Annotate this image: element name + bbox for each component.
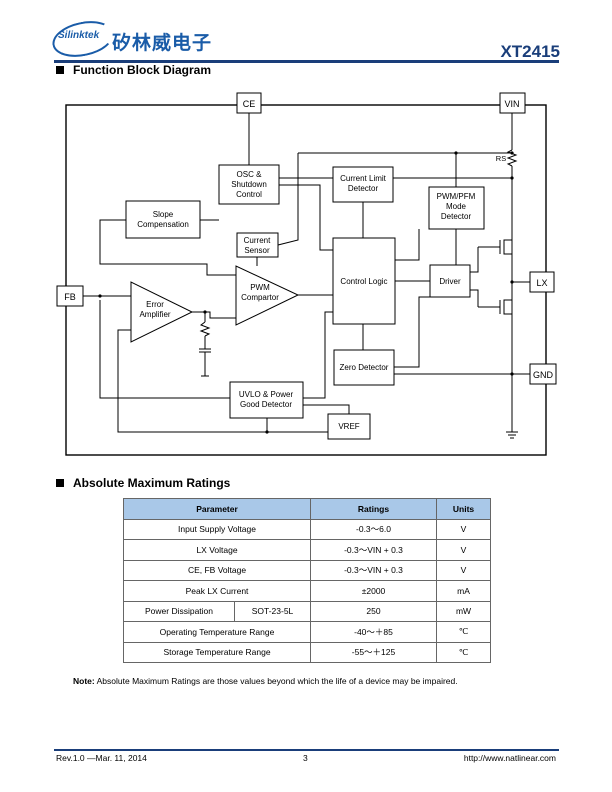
- current-limit-label-2: Detector: [348, 184, 379, 193]
- footer-revision: Rev.1.0 —Mar. 11, 2014: [56, 753, 147, 763]
- header-rule: [54, 60, 559, 63]
- table-row: Storage Temperature Range -55～＋125 ℃: [123, 641, 491, 663]
- slope-label-2: Compensation: [137, 220, 189, 229]
- parameter-cell: Power Dissipation: [123, 600, 235, 622]
- zero-detector-label: Zero Detector: [340, 363, 389, 372]
- pwm-pfm-label-2: Mode: [446, 202, 467, 211]
- uvlo-label-1: UVLO & Power: [239, 390, 294, 399]
- junction-dots: [98, 151, 514, 434]
- unit-cell: V: [436, 518, 491, 540]
- bullet-icon: [56, 479, 64, 487]
- current-sensor-label-2: Sensor: [244, 246, 270, 255]
- current-sensor-block: [236, 232, 279, 258]
- table-row: Operating Temperature Range -40～＋85 ℃: [123, 621, 491, 643]
- nmos-switch: [503, 299, 513, 315]
- pin-vin-label: VIN: [504, 99, 519, 109]
- rating-cell: ±2000: [310, 580, 437, 602]
- note: Note: Absolute Maximum Ratings are those…: [73, 676, 458, 686]
- package-cell: SOT-23-5L: [234, 600, 311, 622]
- rating-cell: -55～＋125: [310, 641, 437, 663]
- slope-block: [125, 200, 201, 239]
- header-ratings: Ratings: [310, 498, 437, 520]
- pin-ce-label: CE: [243, 99, 256, 109]
- zero-detector-block: [333, 349, 395, 386]
- table-header-row: Parameter Ratings Units: [123, 498, 491, 520]
- table-row: Power Dissipation SOT-23-5L 250 mW: [123, 600, 491, 622]
- pwm-comp-triangle: [235, 265, 300, 326]
- vref-block: [327, 413, 371, 440]
- block-diagram-title: Function Block Diagram: [73, 63, 212, 77]
- parameter-cell: Operating Temperature Range: [123, 621, 311, 643]
- rating-cell: -0.3～VIN + 0.3: [310, 559, 437, 581]
- unit-cell: mA: [436, 580, 491, 602]
- rating-cell: -40～＋85: [310, 621, 437, 643]
- control-logic-label: Control Logic: [340, 277, 387, 286]
- osc-label-3: Control: [236, 190, 262, 199]
- driver-label: Driver: [439, 277, 461, 286]
- current-sensor-label-1: Current: [244, 236, 271, 245]
- current-limit-label-1: Current Limit: [340, 174, 387, 183]
- unit-cell: ℃: [436, 641, 491, 663]
- pwm-comp-label-2: Compartor: [241, 293, 279, 302]
- comp-resistor: [199, 321, 211, 337]
- slope-label-1: Slope: [153, 210, 174, 219]
- ratings-title: Absolute Maximum Ratings: [73, 476, 231, 490]
- current-limit-block: [332, 166, 394, 203]
- pmos-switch: [503, 239, 513, 255]
- rs-label: RS: [496, 154, 506, 163]
- unit-cell: ℃: [436, 621, 491, 643]
- parameter-cell: LX Voltage: [123, 539, 311, 561]
- osc-label-1: OSC &: [237, 170, 263, 179]
- pwm-pfm-label-1: PWM/PFM: [437, 192, 476, 201]
- pin-gnd-label: GND: [533, 370, 554, 380]
- logo-text: Silinktek: [58, 30, 100, 41]
- rating-cell: -0.3～6.0: [310, 518, 437, 540]
- osc-label-2: Shutdown: [231, 180, 267, 189]
- parameter-cell: Storage Temperature Range: [123, 641, 311, 663]
- diagram-frame: [65, 104, 547, 456]
- unit-cell: V: [436, 539, 491, 561]
- unit-cell: V: [436, 559, 491, 581]
- parameter-cell: Input Supply Voltage: [123, 518, 311, 540]
- vref-label: VREF: [338, 422, 359, 431]
- rating-cell: 250: [310, 600, 437, 622]
- note-text: Absolute Maximum Ratings are those value…: [96, 676, 458, 686]
- rating-cell: -0.3～VIN + 0.3: [310, 539, 437, 561]
- ratings-heading: Absolute Maximum Ratings: [56, 476, 230, 490]
- block-diagram-heading: Function Block Diagram: [56, 63, 211, 77]
- error-amp-label-2: Amplifier: [139, 310, 170, 319]
- footer-rule: [54, 749, 559, 751]
- uvlo-label-2: Good Detector: [240, 400, 292, 409]
- header-parameter: Parameter: [123, 498, 311, 520]
- control-logic-block: [332, 237, 396, 325]
- unit-cell: mW: [436, 600, 491, 622]
- parameter-cell: Peak LX Current: [123, 580, 311, 602]
- bullet-icon: [56, 66, 64, 74]
- table-row: Peak LX Current ±2000 mA: [123, 580, 491, 602]
- header-units: Units: [436, 498, 491, 520]
- parameter-cell: CE, FB Voltage: [123, 559, 311, 581]
- pin-fb-label: FB: [64, 292, 76, 302]
- table-row: Input Supply Voltage -0.3～6.0 V: [123, 518, 491, 540]
- table-row: CE, FB Voltage -0.3～VIN + 0.3 V: [123, 559, 491, 581]
- table-row: LX Voltage -0.3～VIN + 0.3 V: [123, 539, 491, 561]
- pwm-pfm-label-3: Detector: [441, 212, 472, 221]
- pin-lx-label: LX: [536, 278, 547, 288]
- logo-chinese: 矽林威电子: [112, 32, 213, 54]
- rs-resistor: [506, 149, 518, 167]
- ratings-table: Parameter Ratings Units Input Supply Vol…: [123, 498, 491, 663]
- function-block-diagram: CE VIN FB LX GND RS OSC & Shutdown Contr…: [56, 92, 557, 456]
- error-amp-triangle: [130, 281, 194, 343]
- footer-page-number: 3: [303, 753, 308, 763]
- error-amp-label-1: Error: [146, 300, 164, 309]
- driver-block: [429, 264, 471, 298]
- note-label: Note:: [73, 676, 95, 686]
- document-title: XT2415: [500, 42, 560, 61]
- pwm-comp-label-1: PWM: [250, 283, 270, 292]
- footer-url[interactable]: http://www.natlinear.com: [463, 753, 556, 763]
